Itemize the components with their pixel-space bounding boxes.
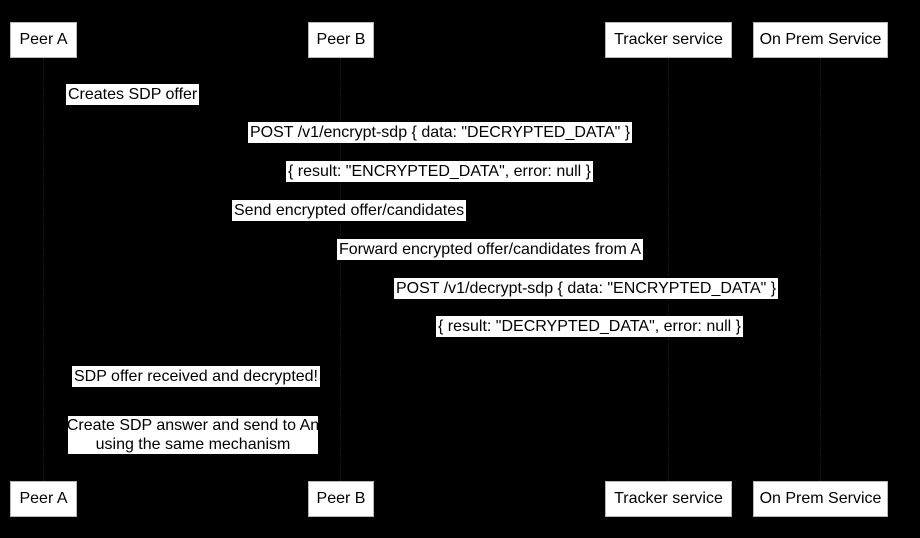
lifeline-tracker-service [668, 58, 669, 481]
message-decrypt-result: { result: "DECRYPTED_DATA", error: null … [436, 316, 744, 337]
lifeline-on-prem-service [820, 58, 821, 481]
message-encrypt-result: { result: "ENCRYPTED_DATA", error: null … [286, 161, 594, 182]
participant-tracker-service-top: Tracker service [605, 22, 732, 58]
note-line-2: using the same mechanism [95, 436, 291, 453]
message-post-encrypt-sdp: POST /v1/encrypt-sdp { data: "DECRYPTED_… [248, 122, 633, 143]
note-line-1: Create SDP answer and send to An [66, 417, 320, 434]
participant-peer-a-top: Peer A [10, 22, 77, 58]
message-creates-sdp-offer: Creates SDP offer [66, 84, 200, 105]
participant-tracker-service-bottom: Tracker service [605, 481, 732, 517]
participant-peer-b-bottom: Peer B [308, 481, 374, 517]
lifeline-peer-b [340, 58, 341, 481]
participant-peer-a-bottom: Peer A [10, 481, 77, 517]
message-forward-encrypted-offer: Forward encrypted offer/candidates from … [337, 239, 644, 260]
participant-on-prem-service-top: On Prem Service [753, 22, 888, 58]
note-create-sdp-answer: Create SDP answer and send to An using t… [66, 416, 320, 454]
message-send-encrypted-offer: Send encrypted offer/candidates [232, 200, 467, 221]
message-post-decrypt-sdp: POST /v1/decrypt-sdp { data: "ENCRYPTED_… [394, 278, 779, 299]
participant-peer-b-top: Peer B [308, 22, 374, 58]
lifeline-peer-a [43, 58, 44, 481]
message-sdp-offer-received: SDP offer received and decrypted! [72, 366, 320, 387]
participant-on-prem-service-bottom: On Prem Service [753, 481, 888, 517]
